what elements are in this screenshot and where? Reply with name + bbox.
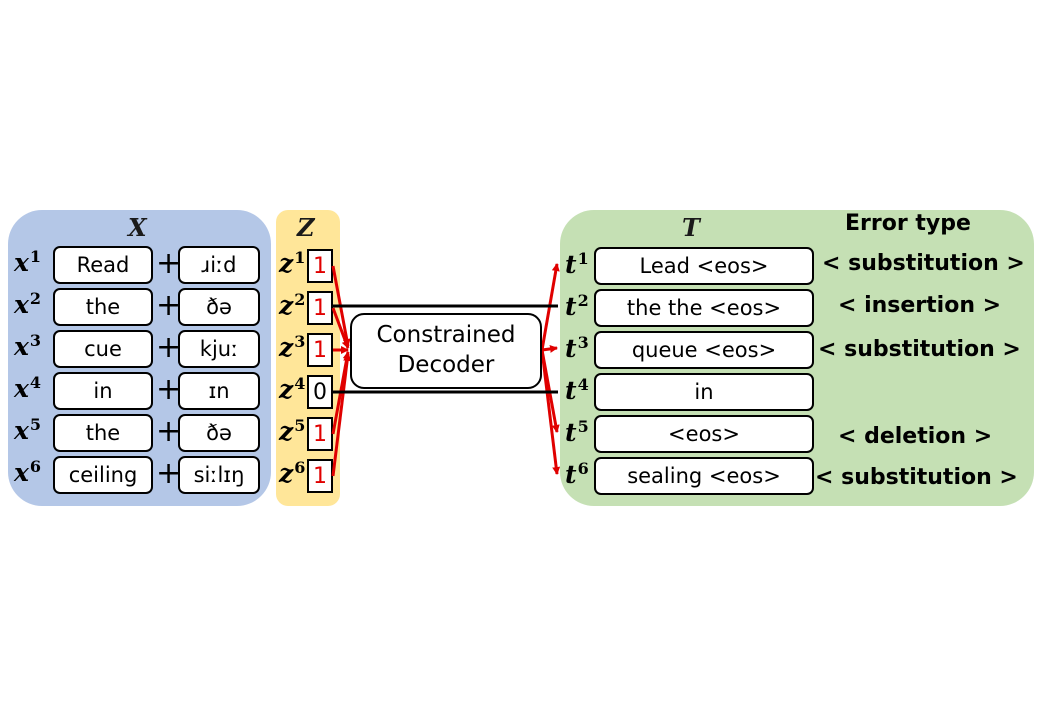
x-var-6: x6 (14, 456, 42, 487)
arrow-z2-to-decoder (331, 307, 350, 349)
x-word-box-5: the (53, 414, 153, 452)
t-output-box-2: the the <eos> (594, 289, 814, 327)
arrow-decoder-to-t3 (541, 344, 558, 353)
z-value-box-4: 0 (307, 375, 333, 409)
z-var-5: z5 (279, 415, 306, 446)
plus-sign: + (156, 288, 182, 323)
z-var-6: z6 (279, 457, 306, 488)
z-panel-title: Z (297, 213, 315, 242)
z-value-box-5: 1 (307, 417, 333, 451)
z-var-2: z2 (279, 289, 306, 320)
error-type-1: < substitution > (822, 251, 1025, 276)
t-var-6: t6 (565, 458, 589, 489)
error-type-2: < insertion > (838, 293, 1002, 318)
x-var-5: x5 (14, 414, 42, 445)
x-phoneme-box-1: ɹiːd (178, 246, 260, 284)
error-type-5: < deletion > (838, 424, 993, 449)
z-value-box-6: 1 (307, 459, 333, 493)
t-output-box-4: in (594, 373, 814, 411)
t-output-box-3: queue <eos> (594, 331, 814, 369)
plus-sign: + (156, 456, 182, 491)
error-type-header: Error type (845, 211, 971, 236)
z-var-3: z3 (279, 331, 306, 362)
z-var-1: z1 (279, 247, 306, 278)
z-value-box-3: 1 (307, 333, 333, 367)
decoder-label-line-2: Decoder (397, 352, 495, 378)
z-value-box-1: 1 (307, 249, 333, 283)
x-word-box-1: Read (53, 246, 153, 284)
plus-sign: + (156, 414, 182, 449)
t-var-3: t3 (565, 332, 589, 363)
error-type-6: < substitution > (815, 465, 1018, 490)
z-var-4: z4 (279, 373, 306, 404)
x-phoneme-box-3: kjuː (178, 330, 260, 368)
t-var-1: t1 (565, 248, 589, 279)
x-word-box-6: ceiling (53, 456, 153, 494)
x-var-3: x3 (14, 330, 42, 361)
decoder-label-line-1: Constrained (376, 322, 516, 349)
t-output-box-5: <eos> (594, 415, 814, 453)
plus-sign: + (156, 330, 182, 365)
t-var-4: t4 (565, 374, 589, 405)
t-output-box-6: sealing <eos> (594, 457, 814, 495)
x-phoneme-box-5: ðə (178, 414, 260, 452)
x-phoneme-box-2: ðə (178, 288, 260, 326)
x-word-box-3: cue (53, 330, 153, 368)
error-type-3: < substitution > (818, 337, 1021, 362)
t-var-2: t2 (565, 290, 589, 321)
x-phoneme-box-6: siːlɪŋ (178, 456, 260, 494)
x-var-1: x1 (14, 246, 42, 277)
plus-sign: + (156, 246, 182, 281)
x-word-box-2: the (53, 288, 153, 326)
arrow-z6-to-decoder (331, 353, 352, 477)
z-value-box-2: 1 (307, 291, 333, 325)
plus-sign: + (156, 372, 182, 407)
x-phoneme-box-4: ɪn (178, 372, 260, 410)
x-panel-title: X (128, 213, 147, 242)
x-var-2: x2 (14, 288, 42, 319)
constrained-decoder-box: Constrained Decoder (350, 313, 542, 389)
t-output-box-1: Lead <eos> (594, 247, 814, 285)
x-var-4: x4 (14, 372, 42, 403)
t-panel-title: T (682, 213, 700, 242)
t-var-5: t5 (565, 416, 589, 447)
arrow-decoder-to-t6 (540, 349, 561, 475)
x-word-box-4: in (53, 372, 153, 410)
